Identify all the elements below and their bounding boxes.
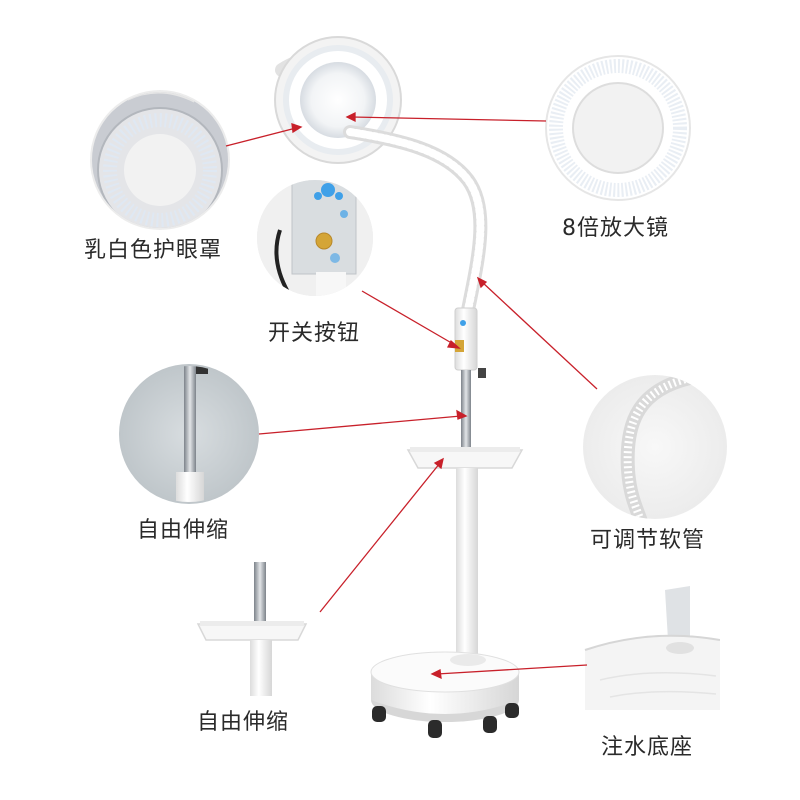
lower-pole — [456, 468, 478, 658]
detail-water-base — [584, 586, 720, 710]
arrow-eye-cover — [225, 127, 297, 147]
arrow-switch — [361, 290, 456, 346]
arrow-water-base — [436, 664, 588, 675]
label-telescopic-lower: 自由伸缩 — [197, 710, 290, 735]
switch-housing — [454, 307, 478, 371]
label-eye-cover: 乳白色护眼罩 — [84, 238, 223, 263]
detail-magnifier — [545, 55, 691, 201]
label-magnifier: 8倍放大镜 — [562, 216, 669, 241]
water-base — [370, 651, 520, 738]
detail-flexible-tube — [583, 375, 727, 519]
arrow-magnifier — [351, 116, 547, 122]
detail-eye-cover — [90, 90, 230, 230]
detail-telescopic-lower — [196, 562, 308, 696]
arrow-telescopic-upper — [258, 415, 462, 435]
callout-arrows — [225, 111, 598, 680]
label-telescopic-upper: 自由伸缩 — [137, 518, 230, 543]
detail-telescopic-upper — [119, 364, 259, 504]
arrow-flexible-tube — [481, 281, 598, 390]
arrow-telescopic-lower — [319, 462, 441, 613]
label-switch: 开关按钮 — [268, 321, 361, 346]
tray — [406, 447, 524, 469]
upper-pole — [461, 370, 471, 450]
main-lamp — [274, 36, 524, 738]
detail-switch — [257, 180, 373, 296]
label-water-base: 注水底座 — [601, 735, 694, 760]
label-flexible-tube: 可调节软管 — [590, 528, 706, 553]
